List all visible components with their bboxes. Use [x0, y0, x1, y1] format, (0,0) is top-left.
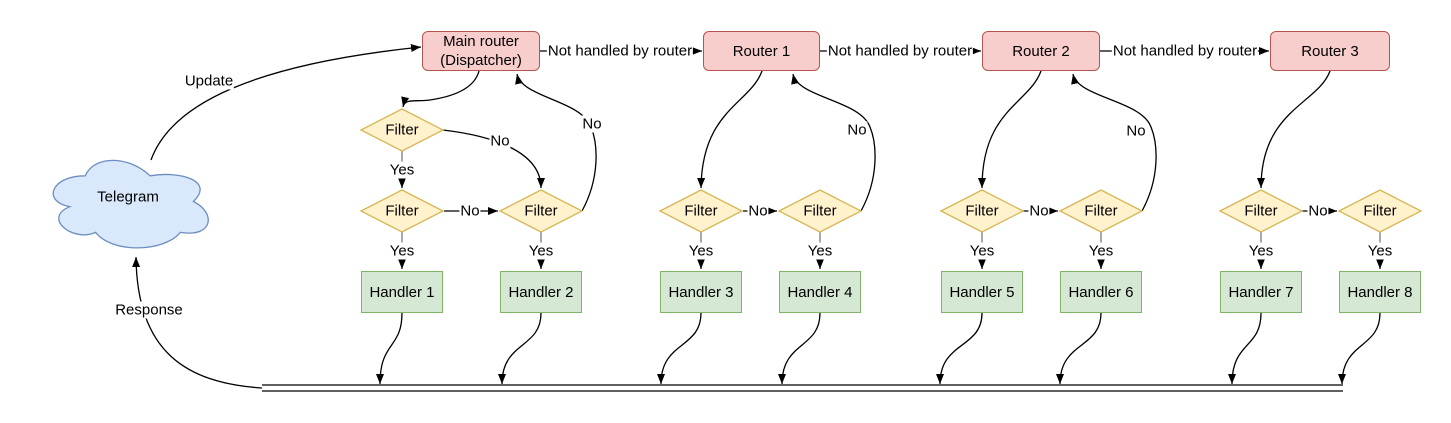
handler-2-label: Handler 2: [508, 283, 574, 301]
edge-label-yes-h6: Yes: [1087, 242, 1115, 260]
node-handler-7: Handler 7: [1220, 271, 1302, 313]
node-router-3: Router 3: [1270, 31, 1390, 71]
telegram-cloud-shape: [52, 159, 209, 249]
router-1-label: Router 1: [732, 42, 791, 60]
edge-label-yes-h5: Yes: [968, 242, 996, 260]
edge-label-update: Update: [183, 72, 235, 90]
edge-label-no-f7-f8: No: [1307, 202, 1329, 220]
filter-diamond-5: [939, 189, 1025, 233]
filter-diamond-1: [359, 189, 445, 233]
edge-response: [132, 256, 263, 389]
main-router-label-line2: (Dispatcher): [440, 52, 522, 69]
handler-8-label: Handler 8: [1347, 283, 1413, 301]
node-router-2: Router 2: [982, 31, 1100, 71]
edge-drop-h2: [498, 312, 542, 385]
router-2-label: Router 2: [1012, 42, 1070, 60]
telegram-cloud-label: Telegram: [97, 188, 159, 206]
edge-drop-h5: [936, 312, 983, 385]
edge-router1-to-filter: [697, 70, 763, 189]
edge-drop-h3: [657, 312, 702, 385]
edge-no-f0-to-f2: [442, 129, 545, 189]
node-handler-8: Handler 8: [1339, 271, 1421, 313]
edge-main-to-filter: [401, 70, 480, 108]
node-handler-6: Handler 6: [1060, 271, 1142, 313]
filter-diamond-4: [777, 189, 863, 233]
edge-label-not-handled-3: Not handled by router: [1111, 42, 1259, 60]
edge-label-not-handled-1: Not handled by router: [546, 42, 694, 60]
edge-label-yes-h8: Yes: [1366, 242, 1394, 260]
filter-4-label: Filter: [803, 202, 837, 220]
handler-6-label: Handler 6: [1068, 283, 1134, 301]
router-3-label: Router 3: [1301, 42, 1359, 60]
filter-3-label: Filter: [684, 202, 718, 220]
edge-update: [150, 44, 422, 161]
filter-diamond-2: [498, 189, 584, 233]
edge-label-yes-h2: Yes: [527, 242, 555, 260]
edge-label-yes-h7: Yes: [1247, 242, 1275, 260]
filter-1-label: Filter: [385, 202, 419, 220]
node-handler-2: Handler 2: [500, 271, 582, 313]
node-handler-5: Handler 5: [941, 271, 1023, 313]
edge-label-no-f3-f4: No: [747, 202, 769, 220]
handler-7-label: Handler 7: [1228, 283, 1294, 301]
node-handler-1: Handler 1: [361, 271, 443, 313]
edge-no-loop-router1: [791, 73, 876, 212]
filter-6-label: Filter: [1084, 202, 1118, 220]
handler-3-label: Handler 3: [668, 283, 734, 301]
edge-drop-h7: [1228, 312, 1262, 385]
handler-5-label: Handler 5: [949, 283, 1015, 301]
edge-router3-to-filter: [1257, 70, 1331, 189]
handler-1-label: Handler 1: [369, 283, 435, 301]
edge-drop-h4: [778, 312, 821, 385]
edge-drop-h6: [1056, 312, 1102, 385]
edge-label-yes-h3: Yes: [687, 242, 715, 260]
filter-0-label: Filter: [385, 121, 419, 139]
main-router-label-line1: Main router: [443, 33, 519, 50]
filter-diamond-7: [1218, 189, 1304, 233]
edge-label-no-f5-f6: No: [1028, 202, 1050, 220]
filter-diamond-0: [359, 108, 445, 152]
filter-diamond-8: [1337, 189, 1423, 233]
filter-2-label: Filter: [524, 202, 558, 220]
edge-label-no-loop-router2: No: [1125, 122, 1147, 140]
node-router-1: Router 1: [703, 31, 820, 71]
filter-7-label: Filter: [1244, 202, 1278, 220]
edge-drop-h1: [376, 312, 403, 385]
edge-label-yes-h4: Yes: [806, 242, 834, 260]
node-handler-3: Handler 3: [660, 271, 742, 313]
edge-label-no-loop-main: No: [581, 115, 603, 133]
node-handler-4: Handler 4: [779, 271, 861, 313]
filter-5-label: Filter: [965, 202, 999, 220]
edge-label-no-f0: No: [489, 132, 511, 150]
edge-label-yes-h1: Yes: [388, 242, 416, 260]
node-main-router: Main router (Dispatcher): [422, 31, 540, 71]
handler-4-label: Handler 4: [787, 283, 853, 301]
edge-drop-h8: [1338, 312, 1381, 385]
edge-no-loop-router2: [1071, 73, 1157, 212]
edge-label-yes-f0: Yes: [388, 161, 416, 179]
edge-label-no-loop-router1: No: [846, 121, 868, 139]
edge-label-not-handled-2: Not handled by router: [826, 42, 974, 60]
filter-diamond-6: [1058, 189, 1144, 233]
edge-router2-to-filter: [978, 70, 1042, 189]
filter-diamond-3: [658, 189, 744, 233]
edge-label-response: Response: [114, 301, 184, 319]
edge-label-no-f1-f2: No: [459, 202, 481, 220]
edge-no-loop-main: [515, 73, 597, 212]
filter-8-label: Filter: [1363, 202, 1397, 220]
